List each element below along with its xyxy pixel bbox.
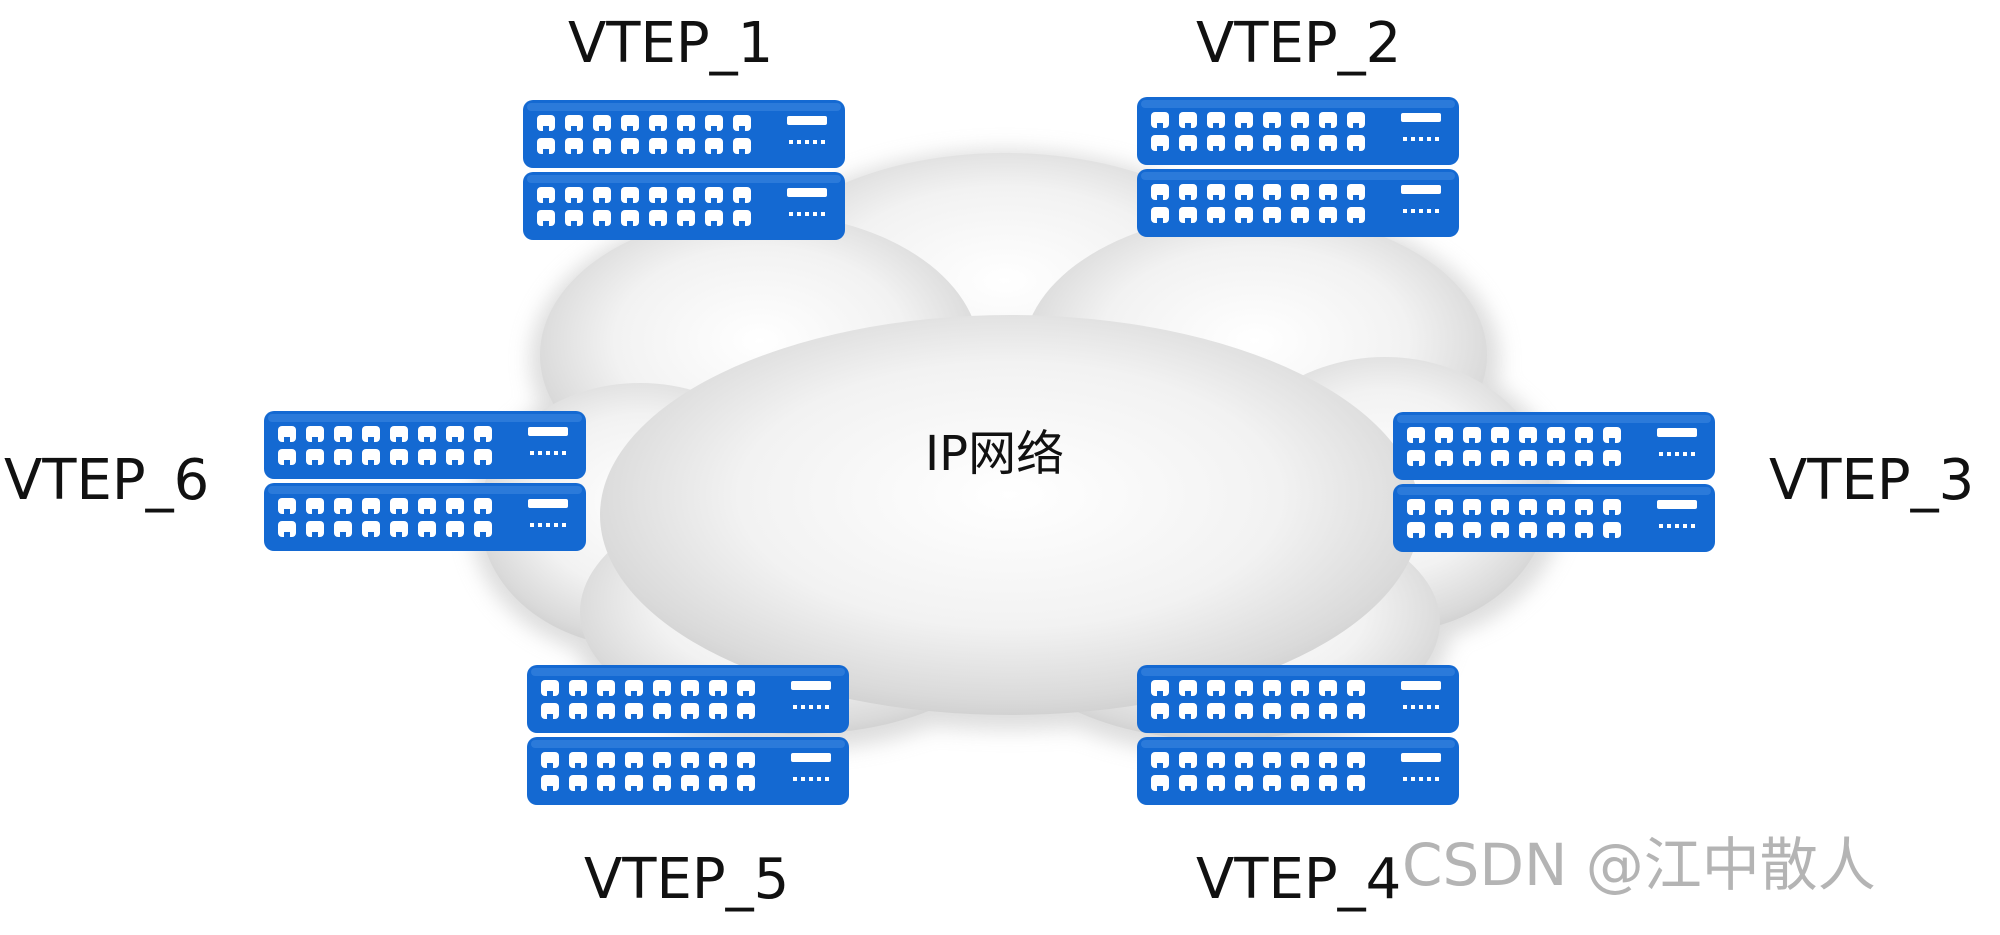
switch-vtep3 [1393,412,1715,552]
network-switch-icon [1137,97,1459,237]
network-switch-icon [264,411,586,551]
ip-network-label: IP网络 [925,426,1065,482]
csdn-watermark: CSDN @江中散人 [1402,831,1876,899]
switch-vtep4 [1137,665,1459,805]
network-switch-icon [1137,665,1459,805]
vtep6-label: VTEP_6 [4,448,210,513]
vtep3-label: VTEP_3 [1769,448,1975,513]
vtep5-label: VTEP_5 [584,847,790,912]
vtep1-label: VTEP_1 [568,11,774,76]
network-switch-icon [523,100,845,240]
network-switch-icon [1393,412,1715,552]
network-switch-icon [527,665,849,805]
switch-vtep6 [264,411,586,551]
vtep4-label: VTEP_4 [1196,847,1402,912]
switch-vtep2 [1137,97,1459,237]
switch-vtep5 [527,665,849,805]
switch-vtep1 [523,100,845,240]
vtep2-label: VTEP_2 [1196,11,1402,76]
